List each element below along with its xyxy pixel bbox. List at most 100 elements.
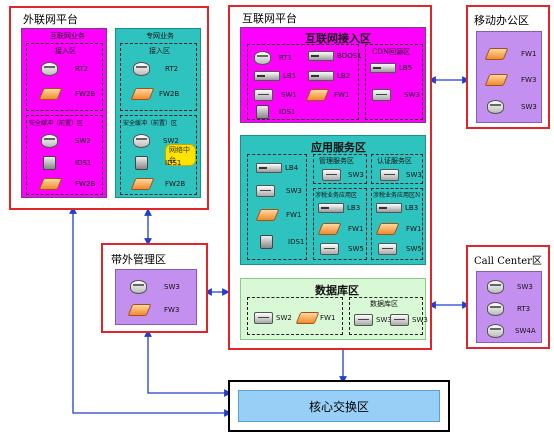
- device-switch: SW4A: [487, 324, 536, 338]
- switch-icon: [372, 89, 391, 101]
- device-label: FW2B: [159, 90, 180, 98]
- network-middle-badge: 网络中台: [165, 144, 196, 166]
- switch-icon: [378, 243, 397, 255]
- database-left: SW2 FW1: [247, 297, 343, 335]
- device-router: RT2: [133, 62, 178, 76]
- firewall-icon: [484, 48, 509, 60]
- device-ids: IDS1: [260, 235, 304, 249]
- device-label: BOOS1: [337, 52, 362, 60]
- device-label: SW3: [517, 283, 533, 291]
- device-label: LB1: [283, 72, 297, 80]
- device-switch: SW2: [133, 134, 179, 148]
- switch-icon: [380, 169, 399, 181]
- device-router: RT3: [487, 302, 530, 316]
- device-label: FW2B: [165, 180, 186, 188]
- device-label: RT3: [517, 305, 531, 313]
- device-label: SW3: [164, 283, 180, 291]
- device-label: IDS1: [165, 159, 182, 167]
- device-firewall: FW1: [305, 89, 350, 101]
- mgmt-service-zone: 管理服务区 SW3: [313, 154, 367, 184]
- auth-service-zone: 认证服务区 SW3: [371, 154, 423, 184]
- load-balancer-icon: [370, 63, 396, 73]
- database-inner: 数据库区 SW3 SW3: [349, 297, 428, 335]
- database-inner-title: 数据库区: [370, 300, 398, 308]
- device-label: FW3: [164, 306, 180, 314]
- switch-icon: [320, 243, 339, 255]
- device-load-balancer: LB4: [256, 163, 298, 173]
- tax-app-zone-n: 涉税业务应用区N LB3 FW1 SW5: [371, 188, 423, 260]
- device-load-balancer: LB2: [308, 71, 350, 81]
- device-label: FW1: [334, 91, 350, 99]
- ids-icon: [260, 235, 273, 249]
- device-switch: SW3: [390, 314, 428, 326]
- device-switch: SW3: [256, 185, 302, 197]
- device-label: FW1: [406, 225, 422, 233]
- device-switch: SW3: [354, 314, 392, 326]
- device-router: RT2: [41, 62, 88, 76]
- app-service-zone: 应用服务区 LB4 SW3 FW1 IDS1 管理服务区 SW3 认证服务区 S…: [240, 135, 426, 265]
- call-center: Call Center区 SW3 RT3 SW4A: [466, 245, 550, 349]
- device-label: SW2: [75, 137, 91, 145]
- internet-access-zone: 互联网接入区 RT1 BOOS1 LB1 LB2 SW1 FW1 IDS1 CD…: [240, 27, 426, 123]
- load-balancer-icon: [308, 71, 334, 81]
- firewall-icon: [317, 223, 342, 235]
- device-firewall: FW2B: [38, 88, 95, 100]
- firewall-icon: [295, 312, 320, 324]
- device-load-balancer: LB3: [376, 203, 418, 213]
- extranet-platform: 外联网平台 互联网业务 接入区 RT2 FW2B 安全缓冲（前置）区 SW2 I…: [9, 6, 209, 210]
- extranet-internet-access-title: 接入区: [55, 47, 76, 55]
- extranet-private-buffer-title: 安全缓冲（前置）区: [123, 120, 178, 127]
- load-balancer-icon: [318, 203, 344, 213]
- switch-icon: [133, 134, 150, 148]
- device-switch: SW3: [130, 280, 180, 294]
- router-icon: [41, 62, 58, 76]
- switch-icon: [130, 280, 147, 294]
- device-label: IDS1: [288, 238, 305, 246]
- device-label: SW3: [404, 91, 420, 99]
- internet-access-main: RT1 BOOS1 LB1 LB2 SW1 FW1 IDS1: [247, 44, 362, 120]
- switch-icon: [322, 169, 341, 181]
- device-firewall: FW1: [255, 209, 301, 221]
- internet-title: 互联网平台: [242, 12, 297, 25]
- device-switch: SW1: [254, 89, 297, 101]
- device-label: RT2: [75, 65, 89, 73]
- device-switch: SW2: [41, 134, 91, 148]
- switch-icon: [487, 280, 504, 294]
- extranet-private-zone-title: 专网业务: [146, 32, 174, 40]
- switch-icon: [487, 324, 504, 338]
- load-balancer-icon: [256, 163, 282, 173]
- device-label: SW2: [276, 314, 292, 322]
- extranet-internet-zone-title: 互联网业务: [50, 32, 85, 40]
- database-title: 数据库区: [315, 284, 359, 297]
- device-label: SW3: [348, 171, 364, 179]
- device-firewall: FW3: [127, 304, 180, 316]
- device-switch: SW2: [254, 312, 292, 324]
- firewall-icon: [255, 209, 280, 221]
- device-label: SW4A: [515, 327, 536, 335]
- mobile-zone: FW1 FW3 SW3: [476, 31, 542, 123]
- switch-icon: [254, 312, 273, 324]
- device-ids: IDS1: [43, 156, 91, 170]
- core-switch-frame: 核心交换区: [228, 380, 450, 432]
- switch-icon: [487, 100, 504, 114]
- device-label: FW2B: [75, 180, 96, 188]
- callcenter-title: Call Center区: [474, 256, 542, 267]
- device-label: LB3: [405, 204, 419, 212]
- device-label: LB3: [347, 204, 361, 212]
- device-firewall: FW2B: [130, 88, 180, 100]
- cdn-zone: CDN回源区 LB5 SW3: [365, 44, 423, 120]
- device-ids: IDS1: [256, 105, 295, 119]
- extranet-internet-buffer: 安全缓冲（前置）区 SW2 IDS1 FW2B: [26, 115, 103, 195]
- device-label: FW3: [521, 76, 537, 84]
- ids-icon: [43, 156, 56, 170]
- callcenter-zone: SW3 RT3 SW4A: [476, 271, 542, 343]
- extranet-internet-buffer-title: 安全缓冲（前置）区: [29, 120, 84, 127]
- device-switch: SW3: [380, 169, 422, 181]
- device-label: SW5: [348, 245, 364, 253]
- device-firewall: FW1: [295, 312, 336, 324]
- app-left-zone: LB4 SW3 FW1 IDS1: [247, 154, 307, 260]
- device-label: LB5: [399, 64, 413, 72]
- device-label: FW1: [320, 314, 336, 322]
- router-icon: [487, 302, 504, 316]
- device-switch: SW3: [487, 280, 533, 294]
